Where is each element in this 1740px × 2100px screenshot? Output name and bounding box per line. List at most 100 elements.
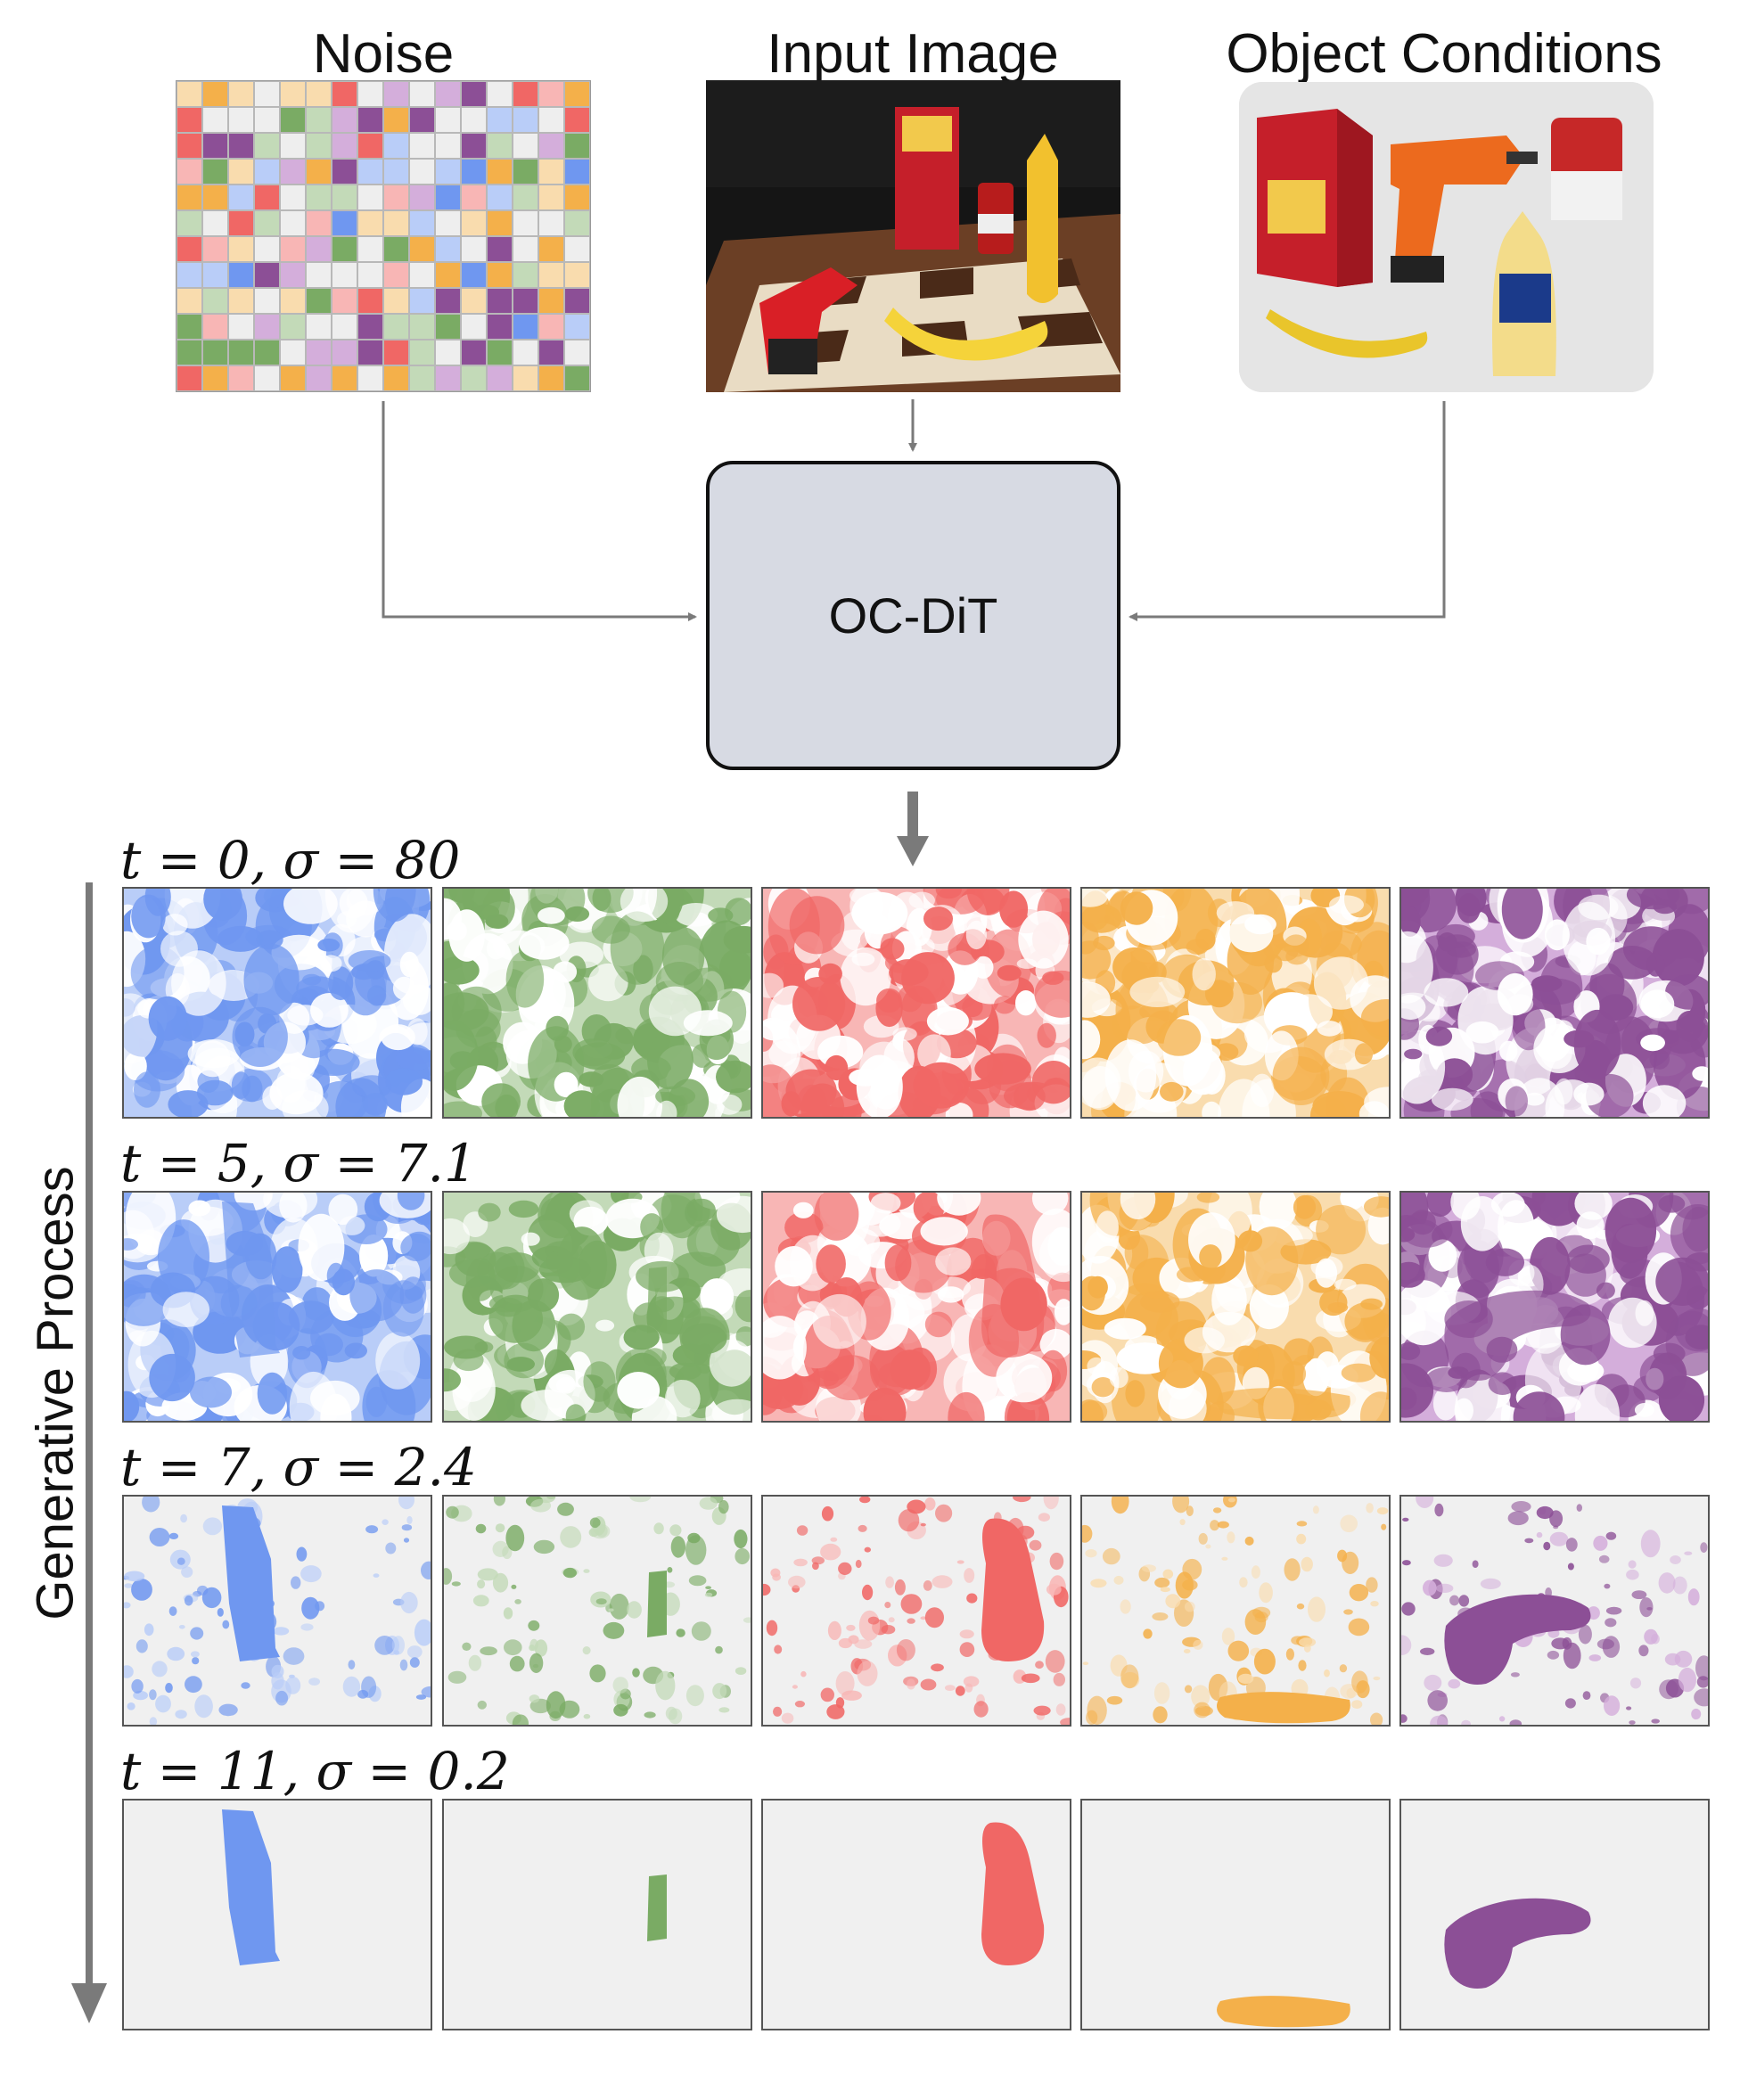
noise-cell <box>435 210 461 236</box>
noise-cell <box>513 236 538 262</box>
mask-panel-cracker-box-step-0 <box>122 887 432 1119</box>
noise-cell <box>487 159 513 185</box>
noise-cell <box>176 107 202 133</box>
noise-cell <box>487 262 513 288</box>
noise-cell <box>409 185 435 210</box>
step-label-1: t = 5, σ = 7.1 <box>120 1133 477 1194</box>
noise-cell <box>306 107 332 133</box>
noise-cell <box>538 210 564 236</box>
mask-panel-drill-step-3 <box>442 1799 752 2030</box>
noise-cell <box>383 81 409 107</box>
noise-cell <box>228 210 254 236</box>
noise-cell <box>409 107 435 133</box>
mustard-shape <box>1027 134 1058 303</box>
mask-panel-mustard-bottle-step-0 <box>761 887 1071 1119</box>
noise-cell <box>409 262 435 288</box>
noise-cell <box>332 288 357 314</box>
noise-cell <box>306 133 332 159</box>
noise-cell <box>461 81 487 107</box>
step-label-0: t = 0, σ = 80 <box>120 830 461 890</box>
noise-cell <box>176 81 202 107</box>
noise-cell <box>538 185 564 210</box>
mask-panel-mustard-bottle-step-2 <box>761 1495 1071 1727</box>
model-label: OC-DiT <box>828 587 998 644</box>
noise-cell <box>357 314 383 340</box>
noise-cell <box>254 81 280 107</box>
soup-can-object <box>1551 118 1622 220</box>
noise-cell <box>357 81 383 107</box>
noise-cell <box>564 288 590 314</box>
noise-cell <box>487 236 513 262</box>
noise-cell <box>564 107 590 133</box>
noise-cell <box>306 159 332 185</box>
mask-panel-drill-step-2 <box>442 1495 752 1727</box>
noise-cell <box>487 133 513 159</box>
noise-cell <box>435 340 461 365</box>
mask-panel-cracker-box-step-2 <box>122 1495 432 1727</box>
noise-cell <box>306 365 332 391</box>
noise-cell <box>409 133 435 159</box>
noise-cell <box>538 236 564 262</box>
noise-cell <box>513 107 538 133</box>
noise-cell <box>254 107 280 133</box>
noise-cell <box>254 236 280 262</box>
mask-panel-drill-step-0 <box>442 887 752 1119</box>
noise-cell <box>435 185 461 210</box>
noise-cell <box>383 262 409 288</box>
noise-cell <box>202 210 228 236</box>
mask-panel-cracker-box-step-1 <box>122 1191 432 1423</box>
drill-object <box>1391 135 1538 283</box>
noise-cell <box>487 365 513 391</box>
noise-cell <box>435 133 461 159</box>
mask-panel-banana-step-2 <box>1080 1495 1391 1727</box>
mask-panel-cracker-box-step-3 <box>122 1799 432 2030</box>
noise-cell <box>357 210 383 236</box>
noise-cell <box>409 340 435 365</box>
noise-cell <box>564 133 590 159</box>
noise-cell <box>357 262 383 288</box>
noise-cell <box>332 159 357 185</box>
mask-panel-banana-step-0 <box>1080 887 1391 1119</box>
noise-cell <box>202 236 228 262</box>
input-image <box>706 80 1120 392</box>
noise-cell <box>280 159 306 185</box>
noise-cell <box>487 81 513 107</box>
noise-cell <box>280 133 306 159</box>
noise-cell <box>513 314 538 340</box>
noise-cell <box>487 340 513 365</box>
noise-cell <box>461 236 487 262</box>
noise-cell <box>176 262 202 288</box>
noise-cell <box>357 365 383 391</box>
noise-grid <box>176 80 591 392</box>
noise-cell <box>202 81 228 107</box>
noise-cell <box>176 340 202 365</box>
noise-cell <box>435 107 461 133</box>
noise-cell <box>461 288 487 314</box>
noise-cell <box>254 210 280 236</box>
mask-panel-soup-can-step-1 <box>1399 1191 1710 1423</box>
noise-cell <box>538 365 564 391</box>
noise-cell <box>202 133 228 159</box>
noise-cell <box>176 159 202 185</box>
cracker-box-object <box>1257 109 1373 287</box>
noise-cell <box>513 262 538 288</box>
noise-cell <box>332 185 357 210</box>
noise-cell <box>461 133 487 159</box>
noise-cell <box>435 236 461 262</box>
noise-cell <box>357 288 383 314</box>
mask-panel-drill-step-1 <box>442 1191 752 1423</box>
noise-cell <box>409 236 435 262</box>
noise-cell <box>280 365 306 391</box>
noise-cell <box>357 107 383 133</box>
noise-cell <box>202 288 228 314</box>
noise-cell <box>306 340 332 365</box>
noise-cell <box>487 185 513 210</box>
noise-cell <box>176 365 202 391</box>
noise-cell <box>280 107 306 133</box>
noise-cell <box>564 81 590 107</box>
noise-cell <box>254 262 280 288</box>
noise-cell <box>435 288 461 314</box>
noise-cell <box>202 107 228 133</box>
noise-cell <box>228 81 254 107</box>
noise-cell <box>306 81 332 107</box>
